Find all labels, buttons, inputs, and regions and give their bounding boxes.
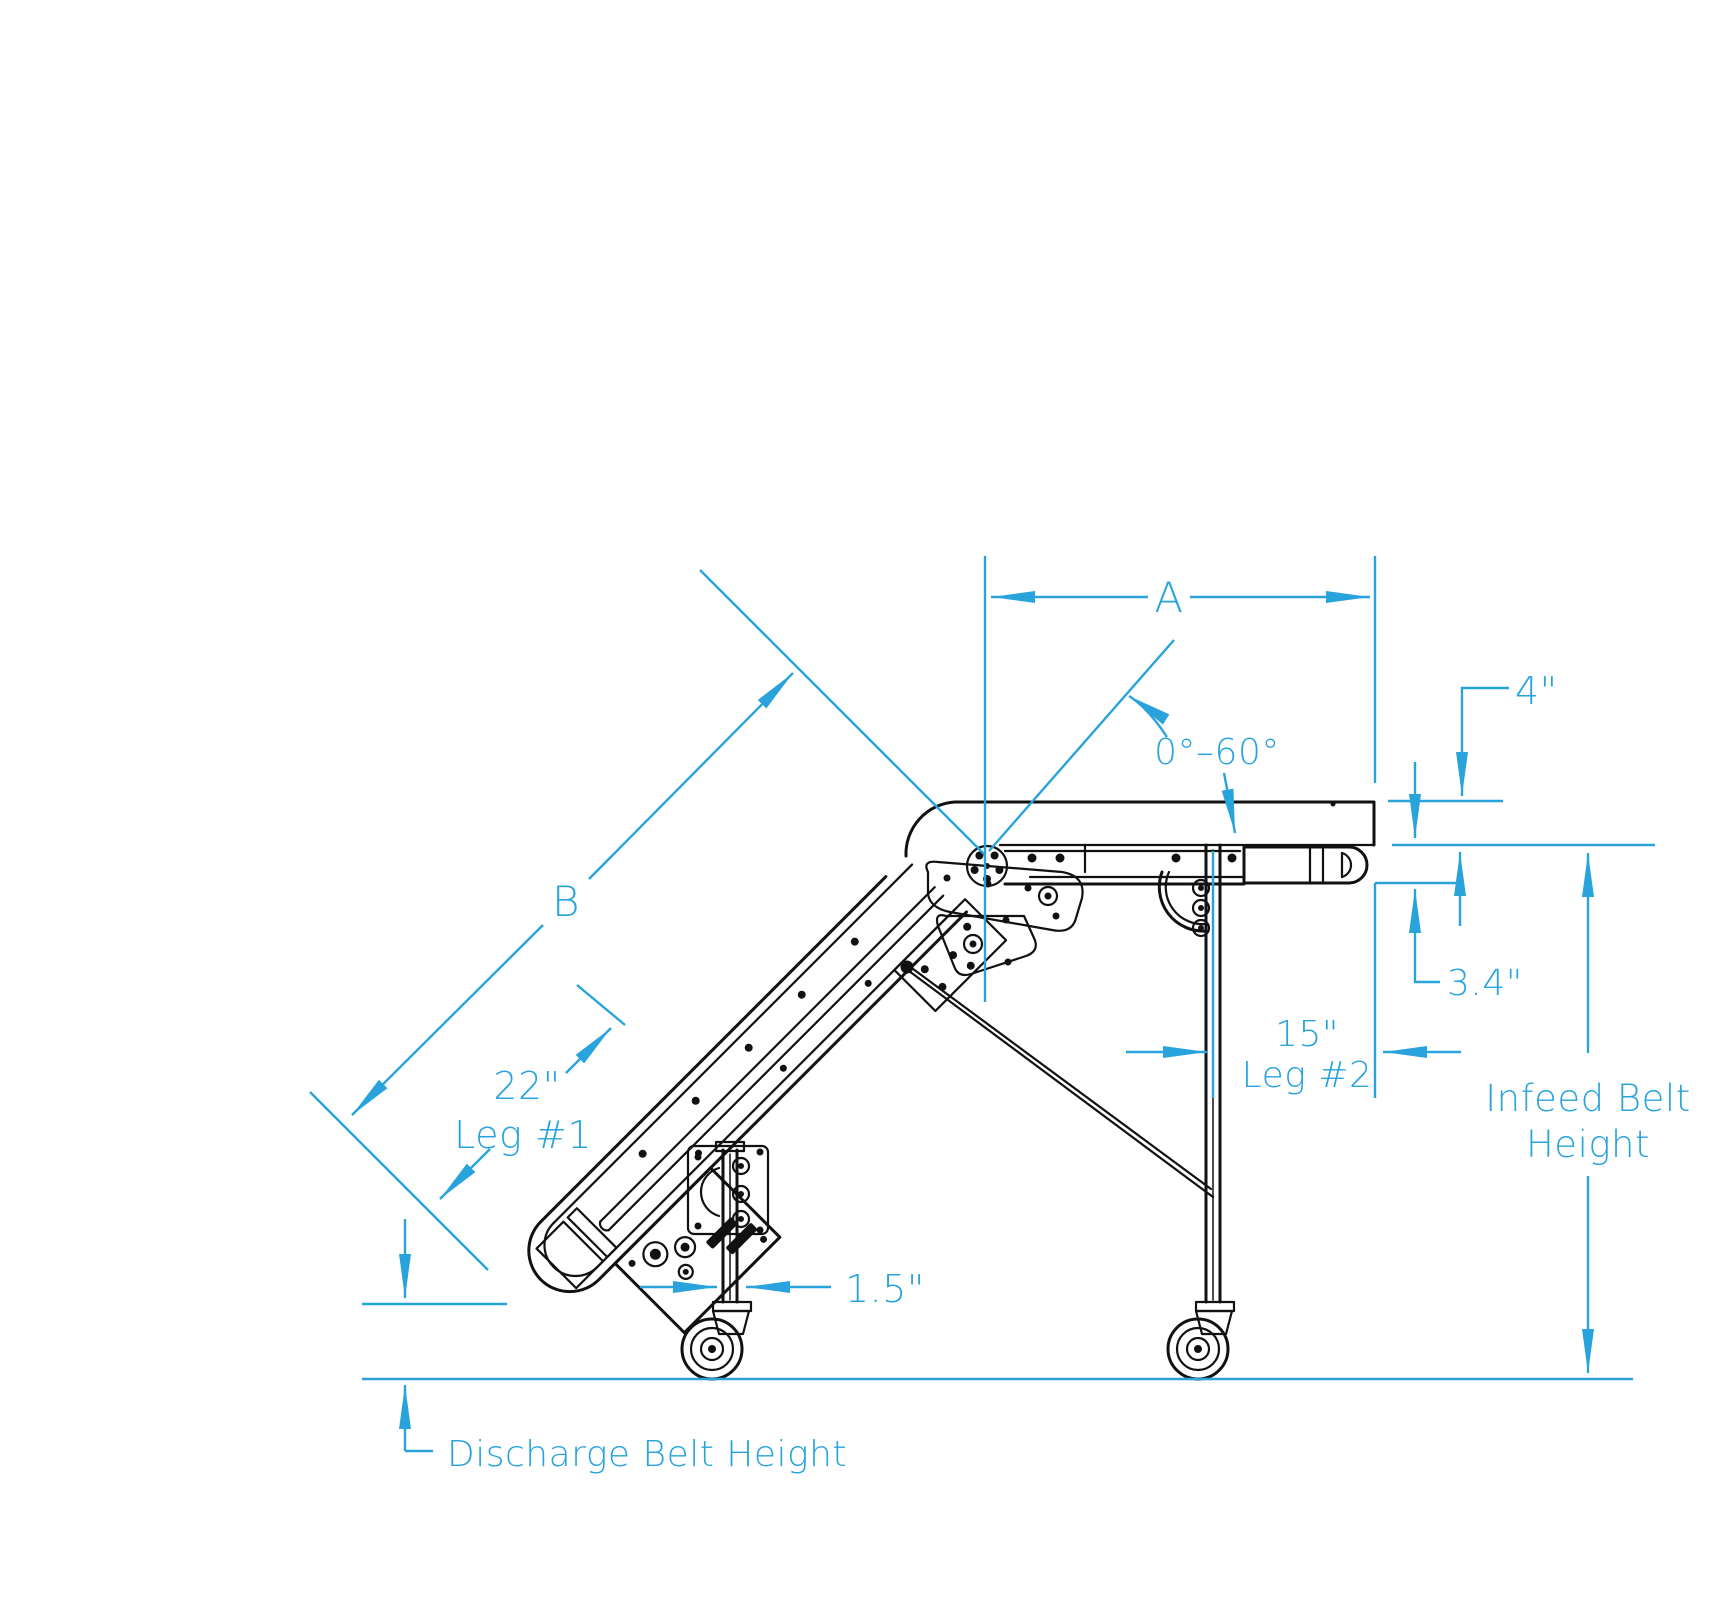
dim-34-leader: [1409, 889, 1440, 984]
discharge-height-label: Discharge Belt Height: [447, 1434, 847, 1475]
ext-line-b-lower: [309, 1091, 489, 1271]
dim-22-arrow-upper: [565, 1027, 612, 1074]
ext-line-b-upper: [699, 569, 986, 856]
caster-bracket: [1194, 1309, 1234, 1336]
discharge-window: [566, 1207, 618, 1259]
dim-label-a: A: [1154, 573, 1183, 622]
dim-label-15: 15": [1275, 1014, 1339, 1055]
dim-label-leg1: Leg #1: [454, 1113, 592, 1157]
dim-label-22: 22": [493, 1064, 560, 1108]
support-brace: [900, 960, 1215, 1199]
leg-1: [680, 1140, 753, 1381]
bolt: [1171, 853, 1181, 863]
pivot-joint: [904, 800, 1084, 977]
incline-belt-line: [599, 886, 936, 1223]
dim-label-b: B: [552, 877, 580, 926]
caster-wheel: [680, 1317, 744, 1381]
pivot-hub: [965, 844, 1009, 888]
dim-b-arrow-lower: [351, 924, 544, 1116]
dim-22-arrow-lower: [439, 1148, 491, 1200]
ext-line-leg1: [576, 984, 626, 1026]
dim-label-34: 3.4": [1447, 963, 1523, 1004]
leg1-mount-bracket: [686, 1144, 770, 1236]
angle-arrow-upper: [1128, 694, 1170, 738]
angle-reference-line: [988, 639, 1175, 852]
dim-label-leg2: Leg #2: [1242, 1055, 1373, 1096]
pivot-plate-lower: [935, 914, 1037, 977]
pivot-plate-upper: [925, 860, 1084, 932]
bolt: [1055, 853, 1065, 863]
dim-label-4: 4": [1515, 669, 1558, 713]
dim-label-15w: 1.5": [845, 1267, 925, 1311]
infeed-height-label-2: Height: [1526, 1123, 1650, 1166]
infeed-height-label-1: Infeed Belt: [1485, 1077, 1690, 1120]
incline-outer-shell: [527, 875, 968, 1294]
infeed-frame-top: [953, 800, 1376, 847]
caster-bracket: [711, 1309, 751, 1336]
dim-b-arrow-upper: [588, 672, 794, 880]
drive-unit: [613, 1166, 782, 1335]
conveyor-linework: [527, 800, 1376, 1381]
horizontal-section: [953, 800, 1376, 938]
bolt: [1227, 853, 1237, 863]
dimension-annotations: A B 22" Leg #1 0°–60° 4" 3.4" 15" Leg #2…: [309, 556, 1690, 1475]
dim-4-leader: [1456, 686, 1509, 796]
discharge-window: [535, 1220, 605, 1290]
infeed-nose: [1242, 845, 1369, 885]
angle-label: 0°–60°: [1154, 732, 1280, 773]
bolt: [1027, 853, 1037, 863]
angle-arrow-lower: [1221, 772, 1237, 834]
bend-outer-arc: [904, 800, 957, 858]
caster-wheel: [1166, 1317, 1230, 1381]
leg2-gusset-bracket: [1157, 870, 1211, 938]
